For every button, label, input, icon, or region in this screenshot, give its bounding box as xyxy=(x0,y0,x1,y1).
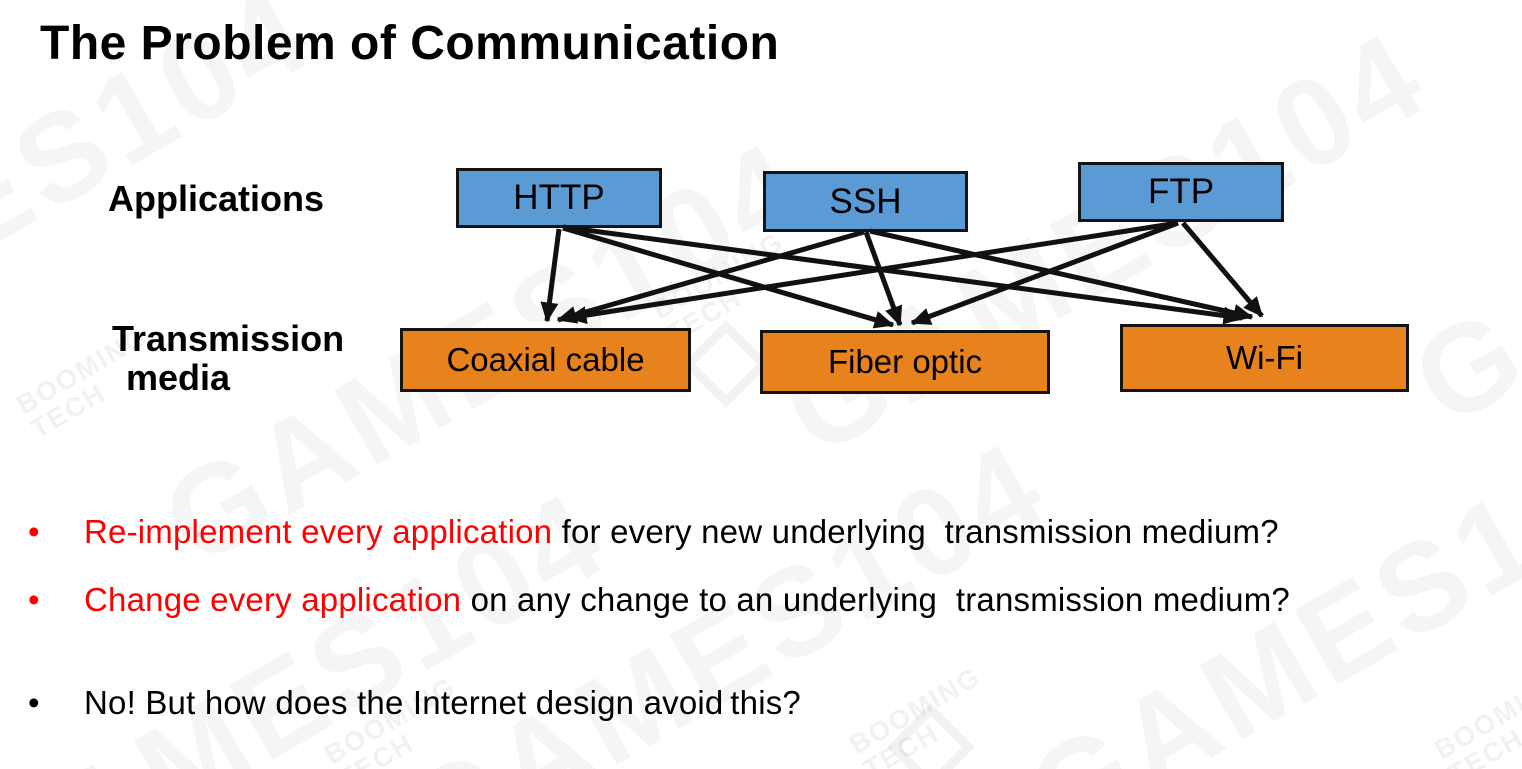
bullet-body: Change every application on any change t… xyxy=(84,581,1290,619)
applications-row-label: Applications xyxy=(108,178,325,219)
bullet-text: No! But how does the Internet design avo… xyxy=(84,684,801,721)
app-node-http: HTTP xyxy=(456,168,662,228)
bullet-highlight: Re-implement every application xyxy=(84,513,553,550)
bullet-highlight: Change every application xyxy=(84,581,462,618)
booming-tech-watermark: BOOMING TECH xyxy=(1430,666,1522,769)
bullet-marker xyxy=(28,513,84,551)
media-node-coaxial-cable: Coaxial cable xyxy=(400,328,691,392)
transmission-media-row-label-line2: media xyxy=(126,357,231,398)
games104-watermark: GAMES104 xyxy=(760,3,1451,484)
bullet-body: No! But how does the Internet design avo… xyxy=(84,684,801,722)
bullet-text: on any change to an underlying transmiss… xyxy=(461,581,1290,618)
bullet-marker xyxy=(28,581,84,619)
bullet-text: for every new underlying transmission me… xyxy=(552,513,1279,550)
media-node-wifi: Wi-Fi xyxy=(1120,324,1409,392)
bullet-item: Re-implement every application for every… xyxy=(28,513,1279,551)
bullet-body: Re-implement every application for every… xyxy=(84,513,1279,551)
bullet-marker xyxy=(28,684,84,722)
transmission-media-row-label-line1: Transmission xyxy=(112,318,345,359)
games104-watermark: GAMES104 xyxy=(1005,388,1522,769)
page-title: The Problem of Communication xyxy=(40,17,780,70)
bullet-item: Change every application on any change t… xyxy=(28,581,1290,619)
media-node-fiber-optic: Fiber optic xyxy=(760,330,1050,394)
app-node-ssh: SSH xyxy=(763,171,968,232)
app-node-ftp: FTP xyxy=(1078,162,1284,222)
bullet-item: No! But how does the Internet design avo… xyxy=(28,684,801,722)
